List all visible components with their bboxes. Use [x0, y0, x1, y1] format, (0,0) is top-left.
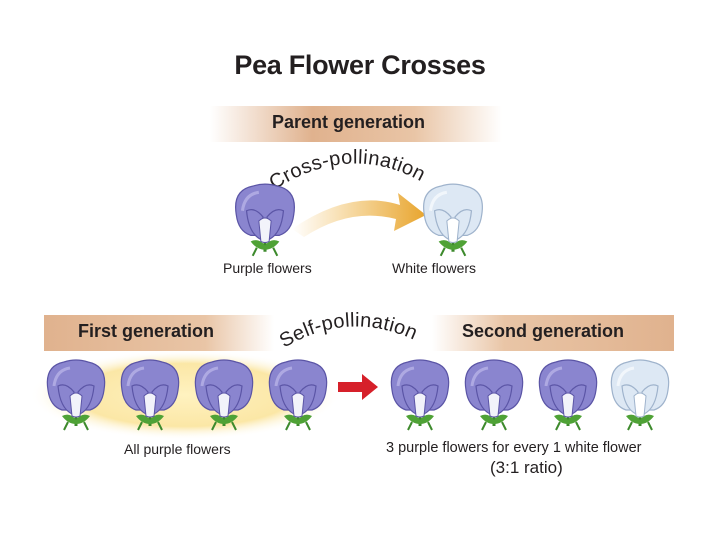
first-gen-flower: [188, 356, 260, 436]
three-to-one-caption: 3 purple flowers for every 1 white flowe…: [386, 440, 642, 456]
second-generation-label: Second generation: [462, 321, 625, 341]
self-pollination-label-svg: Self-pollination: [276, 309, 421, 352]
second-gen-flower: [384, 356, 456, 436]
ratio-caption: (3:1 ratio): [490, 458, 563, 477]
red-arrow-icon: [338, 374, 378, 400]
first-gen-flower: [40, 356, 112, 436]
first-generation-glow: [30, 350, 340, 440]
first-gen-flower: [262, 356, 334, 436]
self-pollination-label: Self-pollination: [276, 309, 421, 352]
white-parent-flower: [416, 180, 490, 262]
all-purple-caption: All purple flowers: [124, 441, 231, 457]
white-flowers-caption: White flowers: [392, 260, 477, 276]
second-generation-band: [432, 315, 674, 351]
cross-pollination-arrow: [292, 193, 426, 237]
second-gen-flower: [458, 356, 530, 436]
cross-pollination-label-svg: Cross-pollination: [265, 146, 428, 194]
purple-parent-flower: [228, 180, 302, 262]
second-gen-flower: [532, 356, 604, 436]
parent-band: [210, 106, 502, 142]
purple-flowers-caption: Purple flowers: [223, 260, 312, 276]
second-gen-flower: [604, 356, 676, 436]
first-generation-label: First generation: [78, 321, 215, 341]
parent-generation-label: Parent generation: [272, 112, 426, 132]
first-generation-band: [44, 315, 274, 351]
diagram-title: Pea Flower Crosses: [234, 50, 486, 80]
first-gen-flower: [114, 356, 186, 436]
